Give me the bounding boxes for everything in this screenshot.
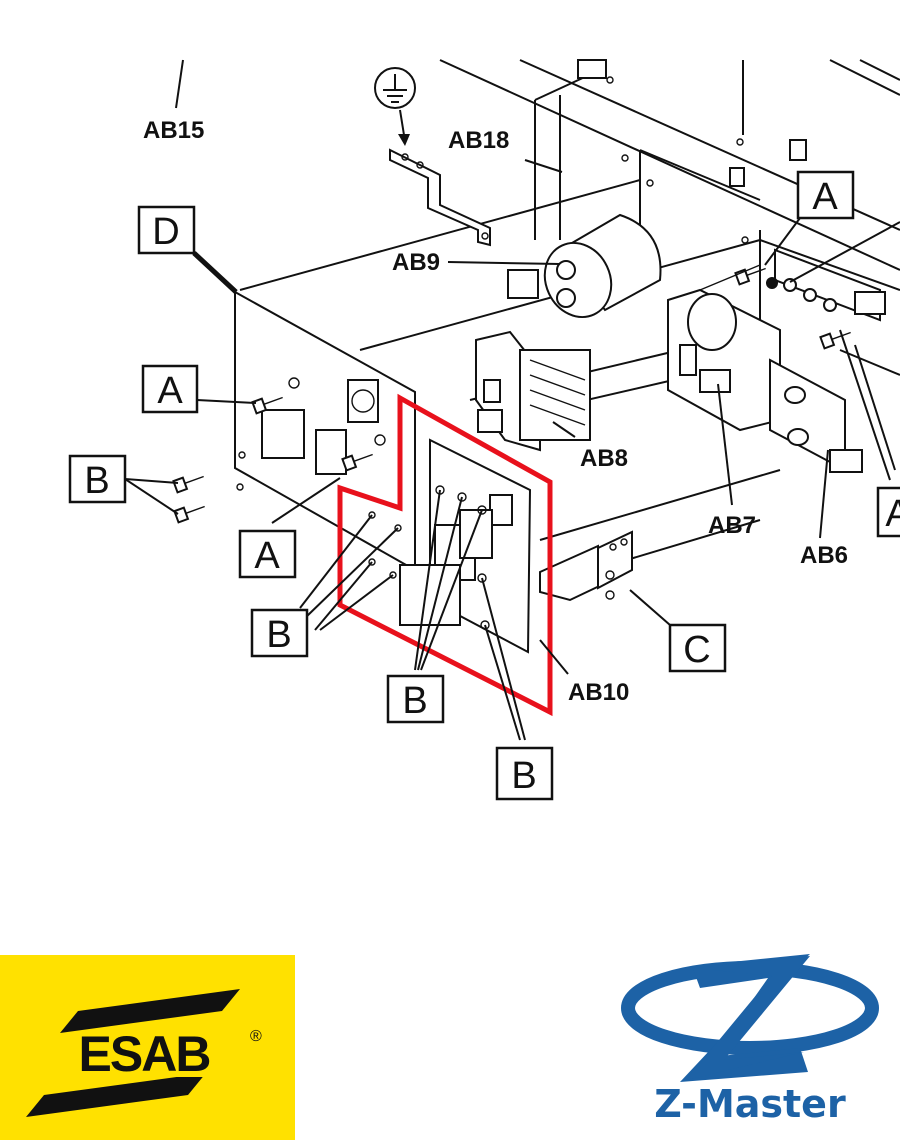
zmaster-logo — [621, 954, 879, 1082]
leader-lines — [124, 59, 900, 741]
exploded-parts-diagram: AB15 AB18 AB9 AB8 AB7 AB6 AB10 D A A B A… — [68, 59, 900, 801]
callout-b-bottom-right: B — [495, 746, 554, 801]
esab-wordmark: ESAB — [79, 1026, 210, 1082]
svg-text:B: B — [402, 680, 427, 722]
label-ab8: AB8 — [580, 445, 628, 472]
relay-ab8 — [475, 330, 591, 452]
callout-d: D — [137, 205, 196, 255]
board-ab6 — [766, 248, 886, 473]
callout-b-bottom-center: B — [386, 674, 445, 724]
svg-text:A: A — [157, 370, 183, 412]
svg-text:B: B — [511, 755, 536, 797]
label-ab9: AB9 — [392, 249, 440, 276]
label-ab15: AB15 — [143, 117, 204, 144]
label-ab10: AB10 — [568, 679, 629, 706]
callout-a-center: A — [238, 529, 297, 579]
callout-a-left: A — [141, 364, 199, 414]
label-ab6: AB6 — [800, 542, 848, 569]
svg-text:C: C — [683, 629, 710, 671]
esab-logo: ESAB ® — [26, 989, 262, 1117]
registered-mark: ® — [250, 1028, 262, 1045]
svg-text:B: B — [266, 614, 291, 656]
label-ab7: AB7 — [708, 512, 756, 539]
esab-logo-panel: ESAB ® — [0, 955, 295, 1140]
callout-b-left: B — [68, 454, 127, 504]
svg-text:A: A — [885, 493, 900, 535]
callout-a-top-right: A — [796, 170, 855, 220]
ground-bracket — [389, 148, 491, 247]
bracket-c — [539, 530, 633, 602]
svg-text:D: D — [152, 211, 179, 253]
callout-c: C — [668, 623, 727, 673]
board-ab10 — [368, 438, 532, 654]
zmaster-wordmark: Z-Master — [654, 1082, 846, 1126]
svg-text:B: B — [84, 460, 109, 502]
panel-d — [234, 290, 416, 572]
callout-b-center-left: B — [250, 608, 309, 658]
svg-text:A: A — [254, 535, 280, 577]
svg-text:A: A — [812, 176, 838, 218]
ground-icon — [374, 67, 416, 146]
highlight-outline — [337, 393, 553, 717]
fan-ab7 — [667, 264, 781, 432]
label-ab18: AB18 — [448, 127, 509, 154]
capacitor-ab9 — [507, 213, 662, 318]
callout-a-right-edge: A — [876, 486, 900, 538]
